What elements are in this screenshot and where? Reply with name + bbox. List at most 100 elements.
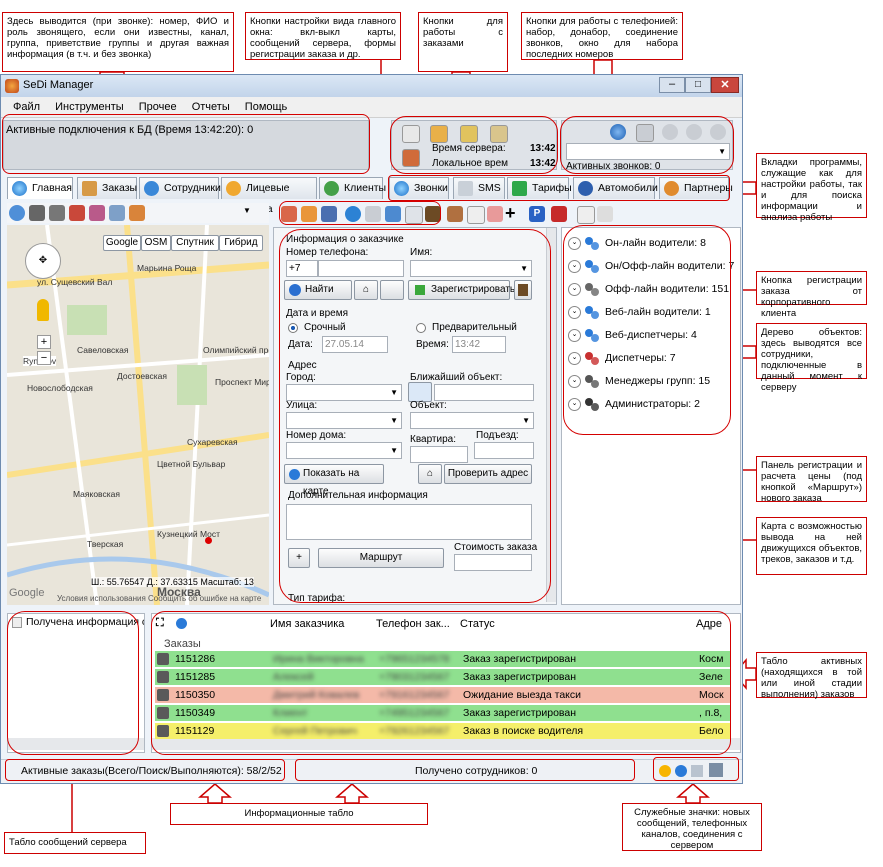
chevron-down-icon[interactable]: ⌄ — [568, 351, 581, 365]
minimize-button[interactable]: – — [659, 77, 685, 93]
map-pan-control[interactable]: ✥ — [25, 243, 61, 279]
car-search-icon[interactable] — [129, 205, 145, 221]
toggle-globe-icon[interactable] — [345, 206, 361, 222]
toggle-form-icon[interactable] — [321, 206, 337, 222]
map-type-satellite[interactable]: Спутник — [171, 235, 219, 251]
person-icon[interactable] — [597, 206, 613, 222]
tree-item[interactable]: ⌄Офф-лайн водители: 151 — [568, 278, 729, 300]
tree-item[interactable]: ⌄Диспетчеры: 7 — [568, 347, 676, 369]
city-select[interactable]: ▼ — [286, 384, 402, 401]
tab-accounts[interactable]: Лицевые счета — [221, 177, 317, 215]
chevron-down-icon[interactable]: ⌄ — [568, 282, 581, 296]
form-scrollbar[interactable] — [546, 228, 556, 602]
tab-cars[interactable]: Автомобили — [573, 177, 658, 199]
map-view[interactable]: Марьина Роща ул. Сущевский Вал Савеловск… — [7, 225, 269, 605]
home-address-button[interactable]: ⌂ — [354, 280, 378, 300]
taxi-icon[interactable] — [430, 125, 448, 143]
route-a-icon[interactable] — [69, 205, 85, 221]
dial-icon[interactable] — [610, 124, 626, 140]
tree-item[interactable]: ⌄Веб-диспетчеры: 4 — [568, 324, 697, 346]
map-type-osm[interactable]: OSM — [141, 235, 171, 251]
menu-file[interactable]: Файл — [13, 101, 41, 113]
time-field[interactable]: 13:42 — [452, 336, 506, 353]
tab-partners[interactable]: Партнеры — [659, 177, 733, 199]
show-on-map-button[interactable]: Показать на карте — [284, 464, 384, 497]
menu-reports[interactable]: Отчеты — [191, 101, 230, 113]
cost-field[interactable] — [454, 554, 532, 571]
hold-icon[interactable] — [686, 124, 702, 140]
chevron-down-icon[interactable]: ⌄ — [568, 328, 581, 342]
refresh-icon[interactable] — [9, 205, 25, 221]
close-button[interactable]: ✕ — [711, 77, 739, 93]
orders-scrollbar[interactable] — [152, 738, 740, 750]
zoom-out-button[interactable]: − — [37, 351, 51, 365]
urgent-radio[interactable] — [288, 323, 298, 333]
tab-tariffs[interactable]: Тарифы — [507, 177, 572, 199]
street-select[interactable]: ▼ — [286, 412, 402, 429]
object-select[interactable]: ▼ — [410, 412, 534, 429]
chevron-down-icon[interactable]: ⌄ — [568, 397, 581, 411]
name-field[interactable]: ▼ — [410, 260, 532, 277]
tree-item[interactable]: ⌄Он/Офф-лайн водители: 7 — [568, 255, 734, 277]
toggle-edit-icon[interactable] — [365, 206, 381, 222]
column-header-phone[interactable]: Телефон зак... — [376, 618, 450, 630]
tab-home[interactable]: Главная — [7, 177, 73, 199]
corporate-order-button[interactable] — [514, 280, 532, 300]
report-icon[interactable] — [490, 125, 508, 143]
house-select[interactable]: ▼ — [286, 442, 402, 459]
messages-scrollbar[interactable] — [8, 738, 144, 750]
apartment-field[interactable] — [410, 446, 468, 463]
check-address-button[interactable]: Проверить адрес — [444, 464, 532, 484]
route-b-icon[interactable] — [89, 205, 105, 221]
extra-info-textarea[interactable] — [286, 504, 532, 540]
toggle-home-icon[interactable] — [301, 206, 317, 222]
maximize-button[interactable]: □ — [685, 77, 711, 93]
lasso-icon[interactable] — [467, 206, 485, 224]
phone-channel-icon[interactable] — [675, 765, 687, 777]
home-button[interactable]: ⌂ — [418, 464, 442, 484]
print-preview-icon[interactable] — [49, 205, 65, 221]
tab-orders[interactable]: Заказы — [77, 177, 137, 199]
column-header-address[interactable]: Адре — [696, 618, 722, 630]
map-type-hybrid[interactable]: Гибрид — [219, 235, 263, 251]
find-button[interactable]: Найти — [284, 280, 352, 300]
new-message-icon[interactable] — [659, 765, 671, 777]
tree-item[interactable]: ⌄Администраторы: 2 — [568, 393, 700, 415]
column-header-name[interactable]: Имя заказчика — [270, 618, 345, 630]
route-button[interactable]: Маршрут — [318, 548, 444, 568]
parking-icon[interactable]: P — [529, 206, 545, 222]
tab-calls[interactable]: Звонки — [389, 177, 449, 199]
recent-numbers-select[interactable]: ▼ — [566, 143, 730, 160]
eraser-icon[interactable] — [487, 206, 503, 222]
register-button[interactable]: Зарегистрировать — [408, 280, 515, 300]
tab-employees[interactable]: Сотрудники — [139, 177, 221, 199]
keypad-icon[interactable] — [636, 124, 654, 142]
hammer-icon[interactable] — [447, 206, 463, 222]
chevron-down-icon[interactable]: ⌄ — [568, 374, 581, 388]
network-icon[interactable] — [691, 765, 703, 777]
car-icon[interactable] — [577, 206, 595, 224]
map-type-google[interactable]: Google — [103, 235, 141, 251]
toggle-msg-icon[interactable] — [405, 206, 423, 224]
date-field[interactable]: 27.05.14 — [322, 336, 388, 353]
phone-field[interactable] — [318, 260, 404, 277]
zoom-in-button[interactable]: + — [37, 335, 51, 349]
menu-help[interactable]: Помощь — [244, 101, 288, 113]
toggle-tree-icon[interactable] — [385, 206, 401, 222]
print-icon[interactable] — [29, 205, 45, 221]
pegman-icon[interactable] — [37, 299, 49, 321]
tab-sms[interactable]: SMS — [453, 177, 505, 199]
entrance-field[interactable] — [474, 442, 534, 459]
tree-item[interactable]: ⌄Веб-лайн водители: 1 — [568, 301, 711, 323]
plus-icon[interactable]: + — [505, 203, 516, 223]
pen-icon[interactable] — [402, 125, 420, 143]
column-header-status[interactable]: Статус — [460, 618, 495, 630]
history-button[interactable] — [380, 280, 404, 300]
add-waypoint-button[interactable]: + — [288, 548, 310, 568]
chevron-down-icon[interactable]: ▼ — [243, 206, 251, 215]
